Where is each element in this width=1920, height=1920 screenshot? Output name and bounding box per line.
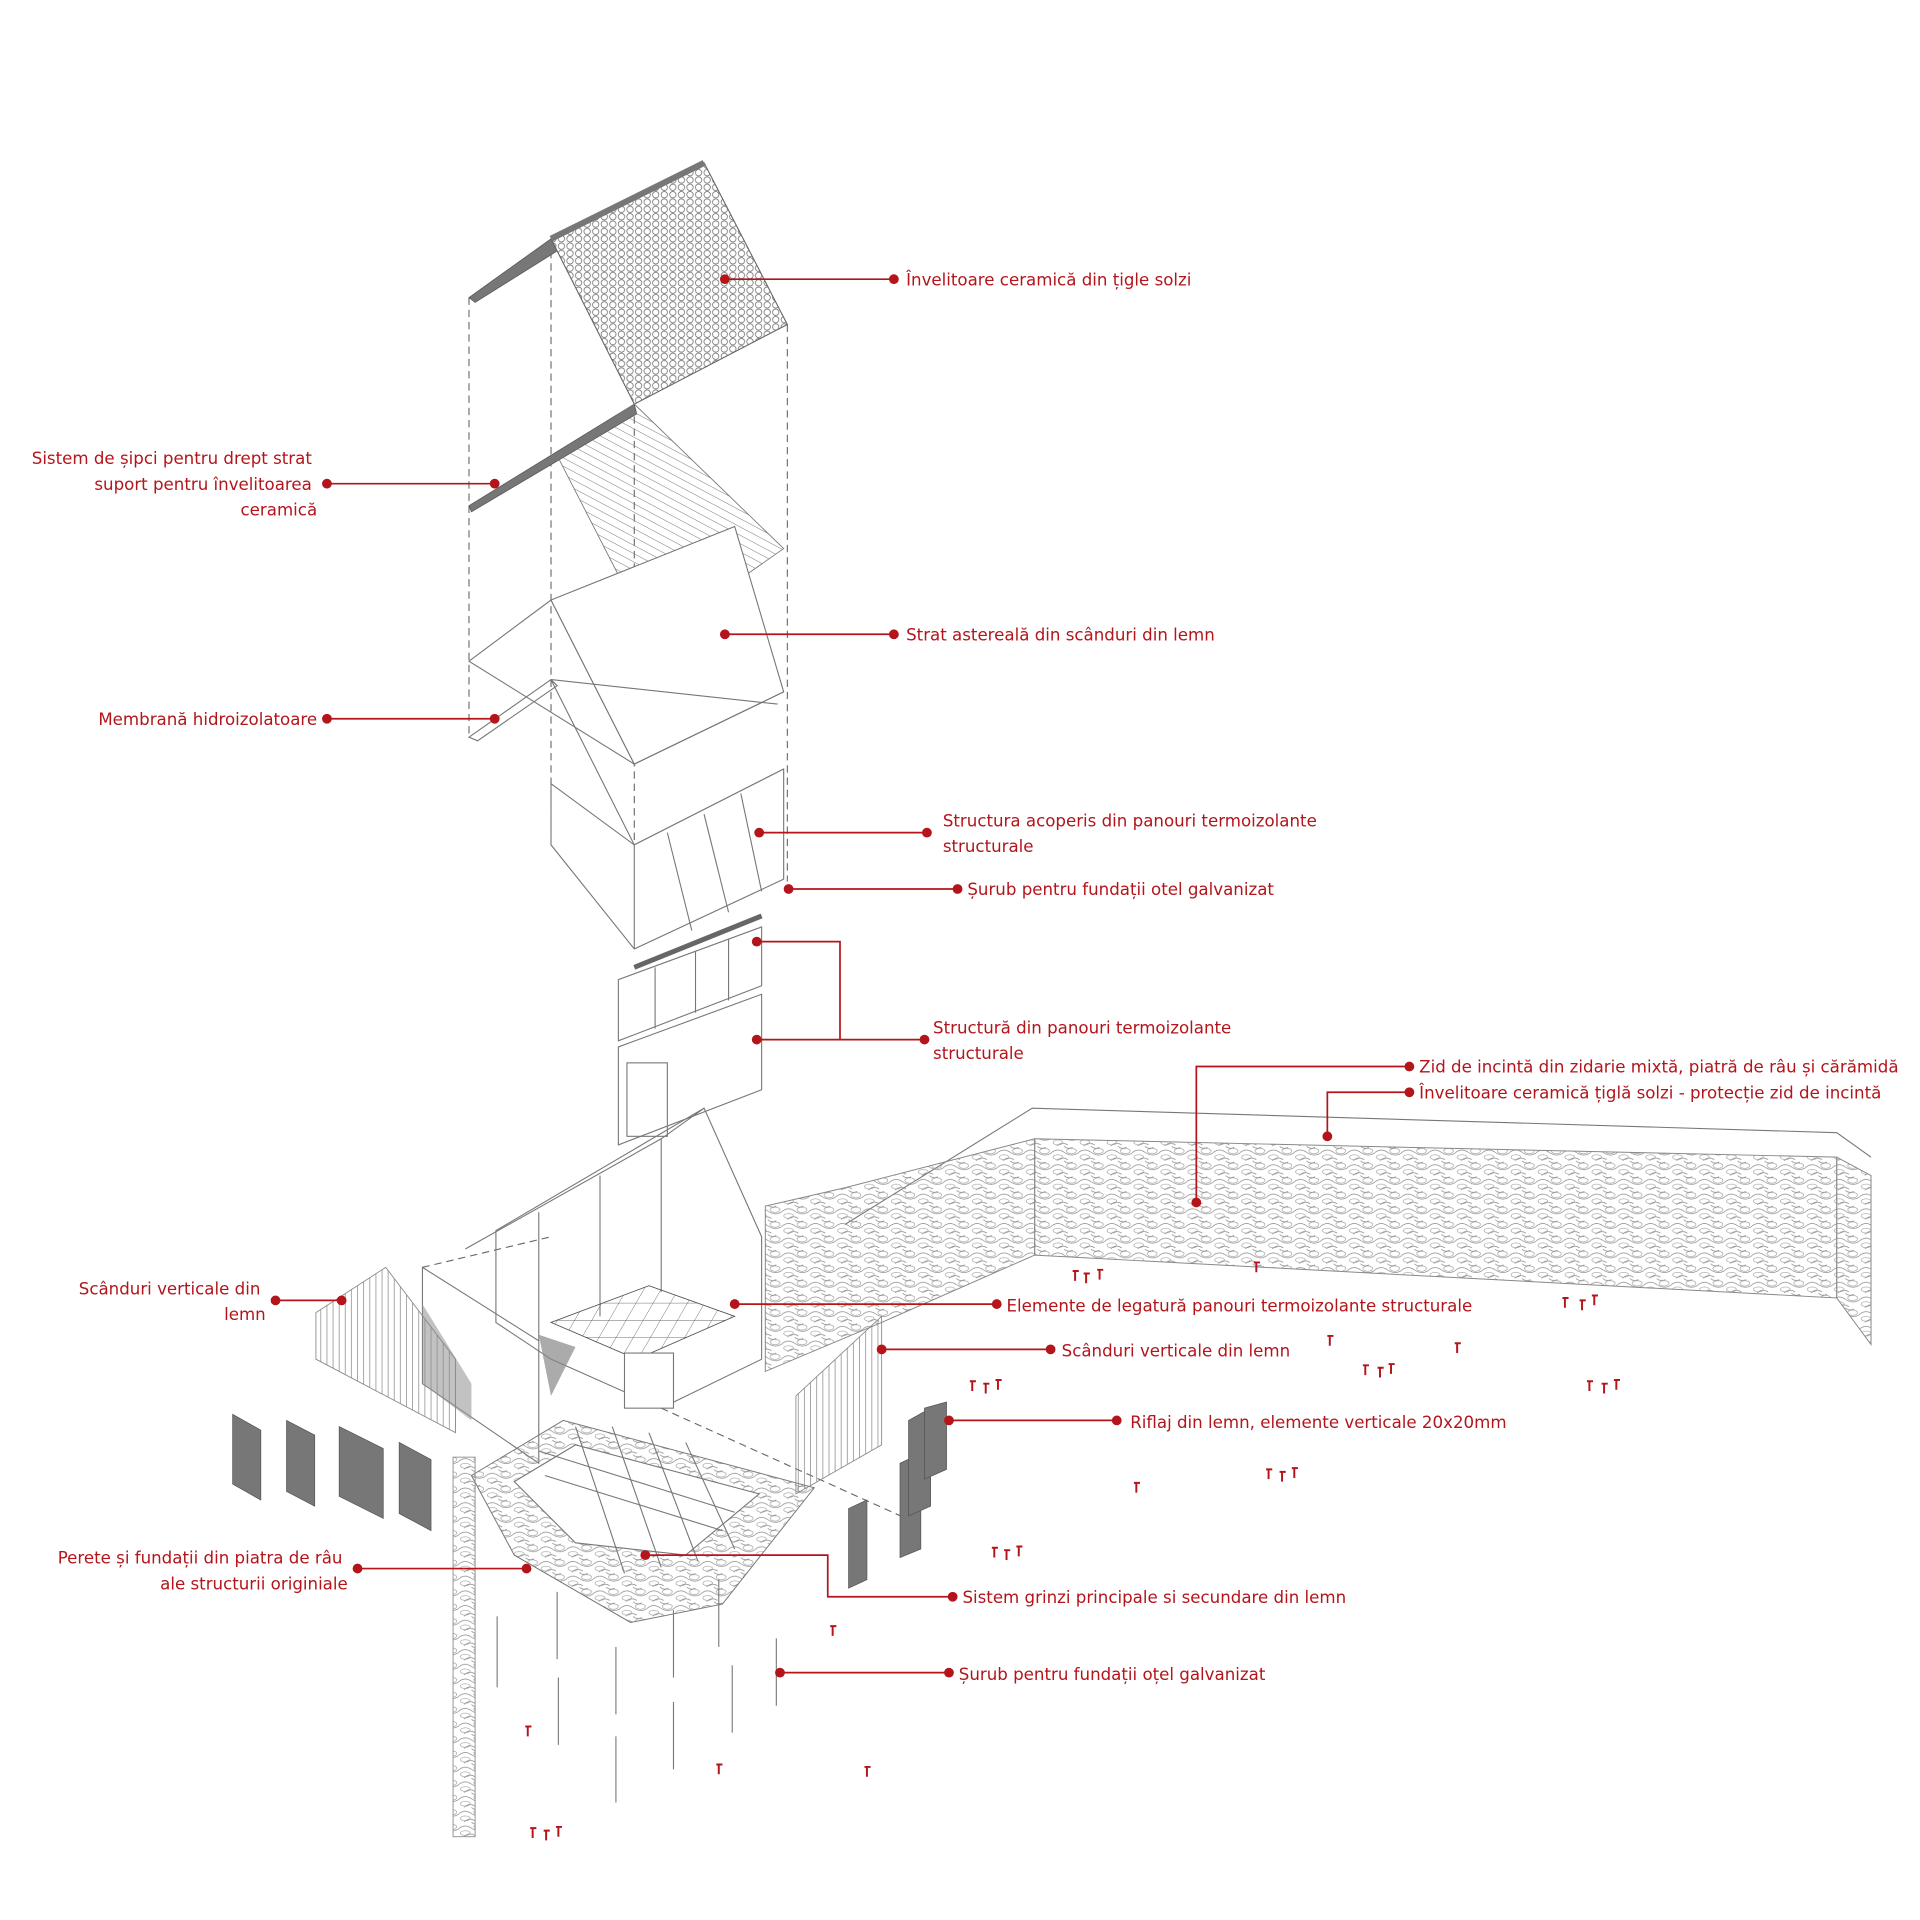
label-roof-tiles: Învelitoare ceramică din țigle solzi xyxy=(905,270,1191,289)
roof-tile-layer xyxy=(468,160,789,405)
label-roof-structure: Structura acoperis din panouri termoizol… xyxy=(943,812,1322,857)
label-wood-slats: Riflaj din lemn, elemente verticale 20x2… xyxy=(1130,1413,1506,1432)
vertical-boards-left xyxy=(315,1266,456,1434)
ridge-bar xyxy=(633,913,763,970)
label-vertical-boards-left: Scânduri verticale din lemn xyxy=(79,1279,266,1324)
label-battens: Sistem de șipci pentru drept strat supor… xyxy=(32,449,317,519)
wood-slat-panels xyxy=(848,1401,947,1589)
label-panel-connectors: Elemente de legatură panouri termoizolan… xyxy=(1007,1296,1473,1315)
label-stone-foundation: Perete și fundații din piatra de râu ale… xyxy=(58,1549,348,1594)
wall-panel-layer xyxy=(617,926,763,1146)
label-screw-top: Șurub pentru fundații otel galvanizat xyxy=(967,880,1274,899)
callout-labels: Învelitoare ceramică din țigle solzi Sis… xyxy=(32,270,1899,1684)
label-screw-bottom: Șurub pentru fundații oțel galvanizat xyxy=(959,1665,1266,1684)
label-membrane: Membrană hidroizolatoare xyxy=(98,710,317,729)
enclosure-wall xyxy=(764,1107,1872,1373)
label-wall-panels: Structură din panouri termoizolante stru… xyxy=(933,1018,1237,1063)
nail-markers xyxy=(525,1261,1620,1841)
callout-leaders xyxy=(270,274,1415,1678)
shutter-panels xyxy=(232,1413,432,1532)
sheathing-layer xyxy=(468,525,785,766)
vertical-boards-right xyxy=(795,1315,883,1495)
label-vertical-boards-right: Scânduri verticale din lemn xyxy=(1062,1342,1291,1361)
roof-sip-layer xyxy=(550,768,785,950)
beam-system xyxy=(538,1426,736,1574)
label-beams: Sistem grinzi principale si secundare di… xyxy=(962,1588,1346,1607)
label-wall-coping: Învelitoare ceramică țiglă solzi - prote… xyxy=(1418,1083,1881,1102)
house-frame xyxy=(421,1107,763,1465)
stone-foundation xyxy=(452,1419,816,1838)
label-sheathing: Strat astereală din scânduri din lemn xyxy=(906,625,1215,644)
label-enclosure-wall: Zid de incintă din zidarie mixtă, piatră… xyxy=(1419,1058,1898,1077)
